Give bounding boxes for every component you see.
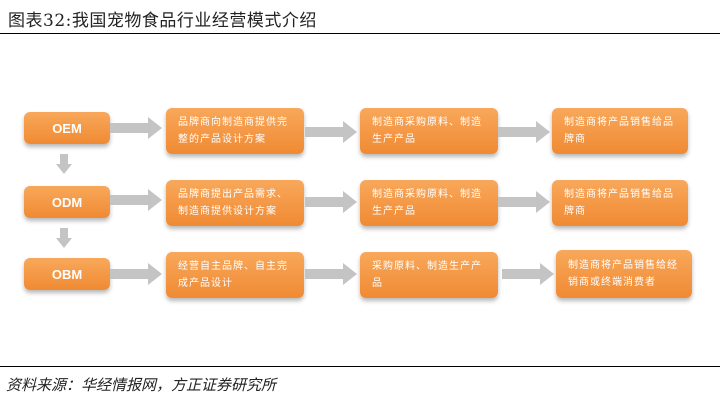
oem-arrow-3: [498, 121, 550, 143]
bottom-rule: [0, 366, 720, 367]
source-note: 资料来源：华经情报网，方正证券研究所: [6, 376, 277, 394]
oem-step-1: 品牌商向制造商提供完整的产品设计方案: [166, 108, 304, 154]
odm-box: ODM: [24, 186, 110, 218]
odm-step-1: 品牌商提出产品需求、制造商提供设计方案: [166, 180, 304, 226]
obm-step-1-text: 经营自主品牌、自主完成产品设计: [178, 261, 288, 289]
obm-arrow-1: [110, 263, 162, 285]
odm-step-2-text: 制造商采购原料、制造生产产品: [372, 189, 482, 217]
odm-arrow-1: [110, 189, 162, 211]
odm-step-2: 制造商采购原料、制造生产产品: [360, 180, 498, 226]
oem-label: OEM: [52, 120, 82, 136]
oem-step-2-text: 制造商采购原料、制造生产产品: [372, 117, 482, 145]
top-rule: [0, 33, 720, 34]
oem-box: OEM: [24, 112, 110, 144]
obm-arrow-3: [502, 263, 554, 285]
oem-step-3-text: 制造商将产品销售给品牌商: [564, 117, 674, 145]
odm-step-3: 制造商将产品销售给品牌商: [552, 180, 688, 226]
obm-arrow-2: [305, 263, 357, 285]
obm-step-3: 制造商将产品销售给经销商或终端消费者: [556, 250, 692, 298]
odm-label: ODM: [51, 194, 83, 210]
down-arrow-2: [56, 228, 72, 248]
oem-arrow-2: [305, 121, 357, 143]
oem-step-3: 制造商将产品销售给品牌商: [552, 108, 688, 154]
oem-arrow-1: [110, 117, 162, 139]
oem-step-1-text: 品牌商向制造商提供完整的产品设计方案: [178, 117, 288, 145]
figure-title: 图表32:我国宠物食品行业经营模式介绍: [8, 11, 317, 31]
oem-step-2: 制造商采购原料、制造生产产品: [360, 108, 498, 154]
obm-step-3-text: 制造商将产品销售给经销商或终端消费者: [568, 260, 678, 288]
obm-label: OBM: [51, 266, 83, 282]
obm-step-2-text: 采购原料、制造生产产品: [372, 261, 482, 289]
odm-arrow-2: [305, 191, 357, 213]
odm-step-3-text: 制造商将产品销售给品牌商: [564, 189, 674, 217]
obm-step-1: 经营自主品牌、自主完成产品设计: [166, 252, 304, 298]
obm-step-2: 采购原料、制造生产产品: [360, 252, 498, 298]
down-arrow-1: [56, 154, 72, 174]
odm-arrow-3: [498, 191, 550, 213]
odm-step-1-text: 品牌商提出产品需求、制造商提供设计方案: [178, 189, 288, 217]
obm-box: OBM: [24, 258, 110, 290]
